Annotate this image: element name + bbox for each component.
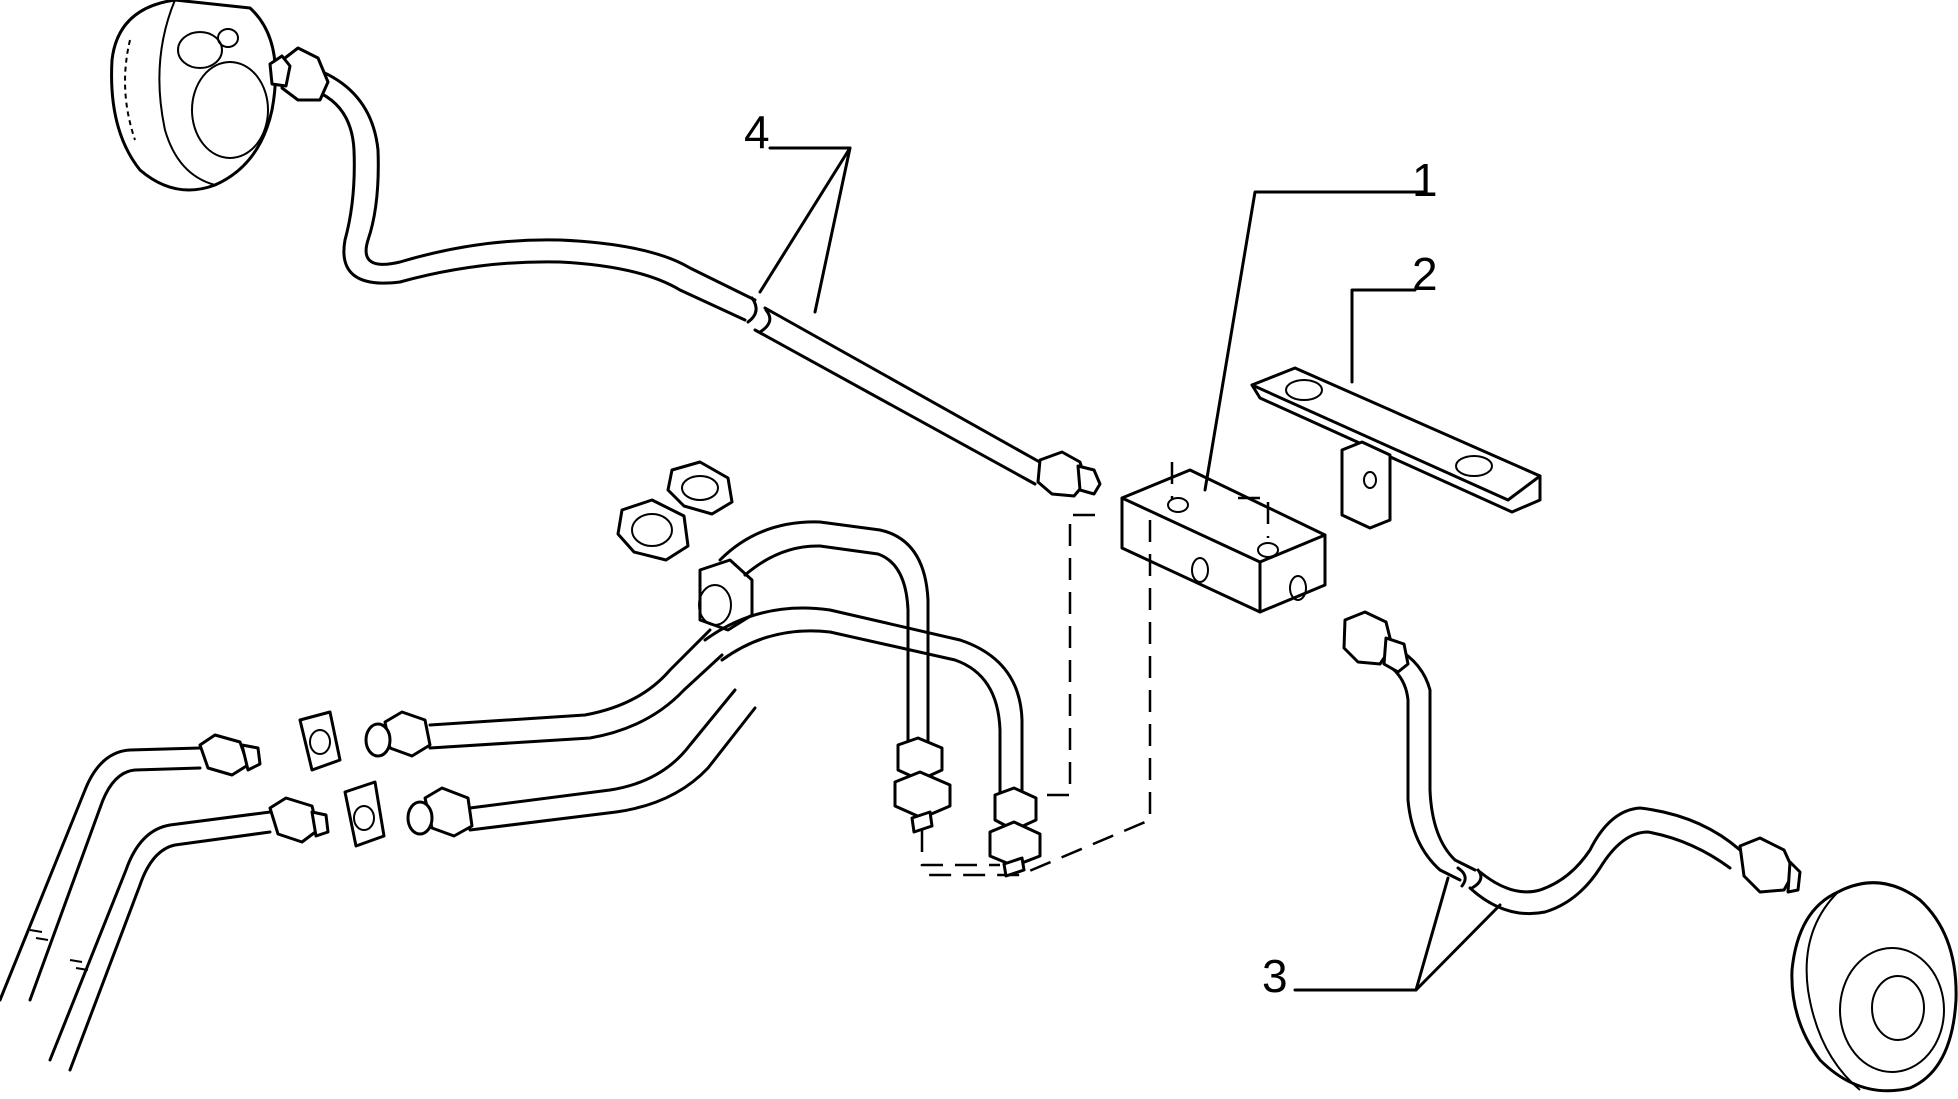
brake-drum-top-left — [110, 0, 278, 192]
assembly-line-block-lower — [920, 520, 1152, 877]
brake-distribution-block-1 — [1120, 468, 1327, 614]
assembly-line-fitting-a — [920, 830, 1000, 867]
callout-label-3: 3 — [1262, 950, 1288, 1002]
brake-pipe-3 — [1342, 610, 1802, 916]
callout-label-1: 1 — [1412, 154, 1438, 206]
callout-leader-1 — [1203, 190, 1425, 492]
callout-label-4: 4 — [744, 106, 770, 158]
assembly-line-pipe4-block — [1040, 513, 1095, 797]
brake-drum-bottom-right — [1790, 881, 1958, 1093]
callout-leader-2 — [1350, 288, 1417, 384]
rear-brake-lines — [0, 733, 330, 1072]
callout-leader-3 — [1293, 876, 1502, 992]
callout-leader-4 — [758, 146, 852, 314]
master-cylinder-pipes — [364, 460, 1042, 878]
assembly-line-block-right — [1238, 496, 1270, 538]
callout-label-2: 2 — [1412, 248, 1438, 300]
bracket-2 — [1250, 366, 1542, 530]
spring-clips — [298, 710, 386, 848]
brake-pipe-4 — [268, 46, 1102, 498]
